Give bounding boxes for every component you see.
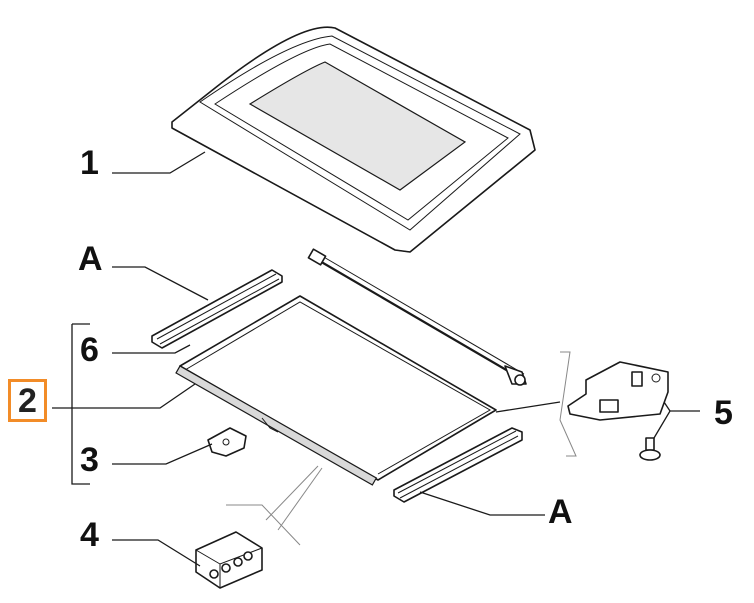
callout-a-bottom[interactable]: A [548, 493, 573, 531]
leader-lines [52, 151, 700, 567]
part-clip[interactable] [207, 427, 247, 457]
callout-1[interactable]: 1 [80, 144, 99, 182]
callout-5[interactable]: 5 [714, 394, 733, 432]
part-rail-top[interactable] [151, 269, 283, 349]
callout-3[interactable]: 3 [80, 441, 99, 479]
callout-6[interactable]: 6 [80, 331, 99, 369]
part-rod[interactable] [307, 248, 527, 386]
part-sun-blind[interactable] [175, 295, 497, 486]
callout-2-highlighted[interactable]: 2 [8, 379, 47, 422]
callout-4[interactable]: 4 [80, 516, 99, 554]
part-screw[interactable] [639, 437, 661, 461]
part-bracket[interactable] [567, 361, 669, 421]
callout-a-top[interactable]: A [78, 240, 103, 278]
part-rail-bottom[interactable] [393, 427, 523, 503]
part-roof-panel[interactable] [171, 26, 536, 253]
part-fastener-box[interactable] [195, 531, 263, 589]
